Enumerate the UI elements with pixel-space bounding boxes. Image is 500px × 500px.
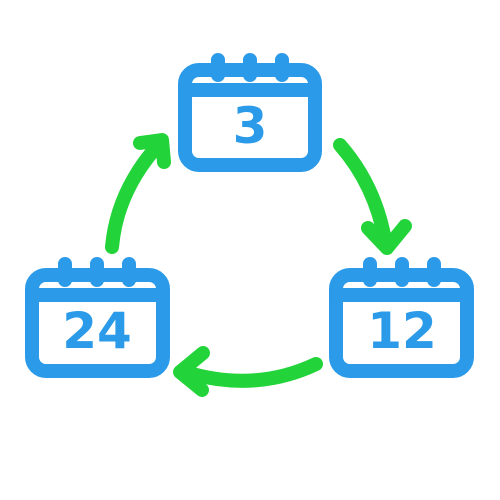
curved-arrow-icon <box>333 138 412 255</box>
calendar-number-right: 12 <box>367 302 437 360</box>
calendar-icon <box>25 257 170 378</box>
calendar-number-left: 24 <box>62 302 132 360</box>
calendar-number-top: 3 <box>233 97 268 155</box>
calendar-icon <box>178 53 322 172</box>
curved-arrow-icon <box>173 346 323 397</box>
cycle-arrows <box>105 133 412 397</box>
curved-arrow-icon <box>105 133 171 254</box>
calendar-icon <box>329 257 474 378</box>
